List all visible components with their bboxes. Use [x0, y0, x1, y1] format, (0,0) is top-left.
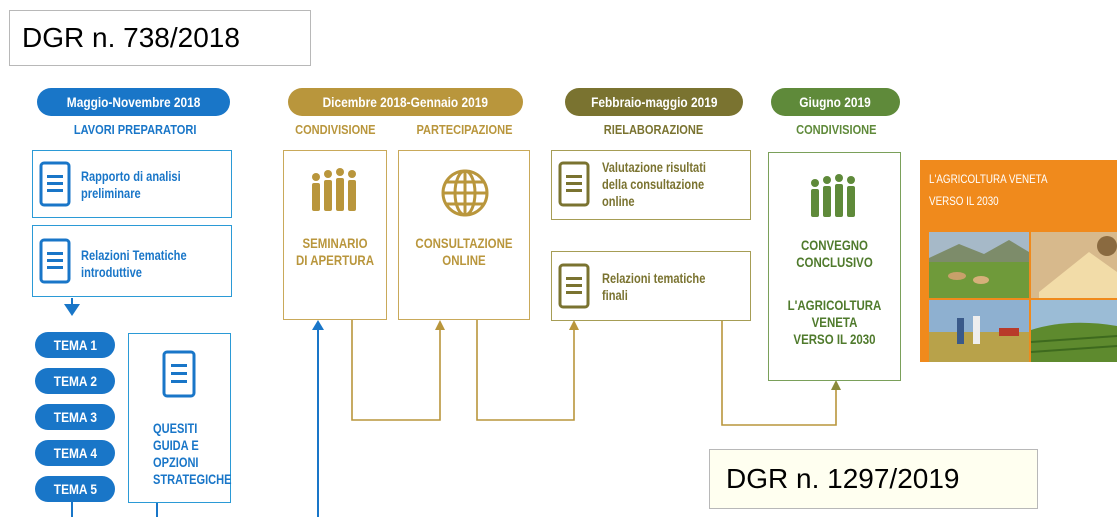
- phase2-period: Dicembre 2018-Gennaio 2019: [322, 94, 489, 110]
- dgr-bottom-text: DGR n. 1297/2019: [726, 463, 960, 494]
- phase3-title: RIELABORAZIONE: [555, 122, 751, 137]
- phase4-period: Giugno 2019: [799, 94, 872, 110]
- phase1-period-pill: Maggio-Novembre 2018: [37, 88, 230, 116]
- tema-5-pill: TEMA 5: [35, 476, 115, 502]
- tema-3: TEMA 3: [53, 409, 97, 425]
- dgr-bottom-label: DGR n. 1297/2019: [709, 449, 1038, 509]
- phase1-doc1-line2: preliminare: [81, 186, 141, 201]
- phase2-col1-title-text: CONDIVISIONE: [294, 122, 376, 137]
- phase3-title-text: RIELABORAZIONE: [603, 122, 703, 137]
- cover-line2: VERSO IL 2030: [929, 194, 999, 208]
- quesiti-line3: OPZIONI: [153, 455, 199, 470]
- phase1-doc2-line2: introduttive: [81, 265, 142, 280]
- document-icon: [39, 238, 71, 284]
- tema-4: TEMA 4: [53, 445, 97, 461]
- consultazione-box: CONSULTAZIONE ONLINE: [398, 150, 530, 320]
- convegno-line1: CONVEGNO: [801, 237, 868, 253]
- phase2-col1-title: CONDIVISIONE: [280, 122, 390, 137]
- people-icon: [312, 168, 356, 211]
- convegno-line2: CONCLUSIVO: [796, 254, 873, 270]
- tema-4-pill: TEMA 4: [35, 440, 115, 466]
- tema-1: TEMA 1: [53, 337, 97, 353]
- consultazione-line1: CONSULTAZIONE: [415, 235, 513, 251]
- phase1-doc1-line1: Rapporto di analisi: [81, 169, 181, 184]
- phase4-title: CONDIVISIONE: [769, 122, 903, 137]
- tema-3-pill: TEMA 3: [35, 404, 115, 430]
- agricoltura-line1: L'AGRICOLTURA: [787, 297, 882, 313]
- quesiti-line1: QUESITI: [153, 421, 198, 436]
- seminario-box: SEMINARIO DI APERTURA: [283, 150, 387, 320]
- agricoltura-line2: VENETA: [811, 314, 858, 330]
- phase1-period: Maggio-Novembre 2018: [66, 94, 201, 110]
- phase3-period-pill: Febbraio-maggio 2019: [565, 88, 743, 116]
- tema-5: TEMA 5: [53, 481, 97, 497]
- document-icon: [558, 161, 590, 207]
- phase3-period: Febbraio-maggio 2019: [590, 94, 718, 110]
- cover-photos: [929, 232, 1117, 362]
- document-icon: [558, 263, 590, 309]
- phase1-doc1-box: Rapporto di analisi preliminare: [32, 150, 232, 218]
- phase3-doc1-line3: online: [602, 194, 635, 209]
- phase1-title: LAVORI PREPARATORI: [35, 122, 235, 137]
- arrow-up-blue: [312, 320, 324, 330]
- document-icon: [39, 161, 71, 207]
- phase2-col2-title-text: PARTECIPAZIONE: [416, 122, 512, 137]
- convegno-box: CONVEGNO CONCLUSIVO L'AGRICOLTURA VENETA…: [768, 152, 901, 381]
- seminario-line1: SEMINARIO: [302, 235, 368, 251]
- quesiti-line4: STRATEGICHE: [153, 472, 232, 487]
- tema-2-pill: TEMA 2: [35, 368, 115, 394]
- tema-2: TEMA 2: [53, 373, 97, 389]
- phase3-doc1-line2: della consultazione: [602, 177, 705, 192]
- tema-1-pill: TEMA 1: [35, 332, 115, 358]
- arrow-up-gold-3: [831, 380, 841, 390]
- phase3-doc1-box: Valutazione risultati della consultazion…: [551, 150, 751, 220]
- dgr-top-label: DGR n. 738/2018: [9, 10, 311, 66]
- phase4-period-pill: Giugno 2019: [771, 88, 900, 116]
- cover-line1: L'AGRICOLTURA VENETA: [929, 172, 1048, 186]
- phase2-period-pill: Dicembre 2018-Gennaio 2019: [288, 88, 523, 116]
- phase3-doc2-line2: finali: [602, 288, 628, 303]
- arrow-up-gold-2: [569, 320, 579, 330]
- phase3-doc1-line1: Valutazione risultati: [602, 160, 706, 175]
- quesiti-box: QUESITI GUIDA E OPZIONI STRATEGICHE: [128, 333, 232, 503]
- document-icon: [162, 350, 196, 398]
- report-cover: L'AGRICOLTURA VENETA VERSO IL 2030: [920, 160, 1117, 362]
- dgr-top-text: DGR n. 738/2018: [22, 22, 240, 53]
- people-icon: [811, 174, 855, 217]
- phase4-title-text: CONDIVISIONE: [795, 122, 877, 137]
- agricoltura-line3: VERSO IL 2030: [793, 331, 876, 347]
- phase1-title-text: LAVORI PREPARATORI: [73, 122, 197, 137]
- quesiti-line2: GUIDA E: [153, 438, 199, 453]
- seminario-line2: DI APERTURA: [295, 252, 375, 268]
- consultazione-line2: ONLINE: [442, 252, 486, 268]
- phase3-doc2-line1: Relazioni tematiche: [602, 271, 706, 286]
- phase1-doc2-box: Relazioni Tematiche introduttive: [32, 225, 232, 297]
- phase1-doc2-line1: Relazioni Tematiche: [81, 248, 187, 263]
- arrow-down-blue: [64, 304, 80, 316]
- phase2-col2-title: PARTECIPAZIONE: [398, 122, 530, 137]
- globe-icon: [441, 169, 489, 217]
- phase3-doc2-box: Relazioni tematiche finali: [551, 251, 751, 321]
- arrow-up-gold-1: [435, 320, 445, 330]
